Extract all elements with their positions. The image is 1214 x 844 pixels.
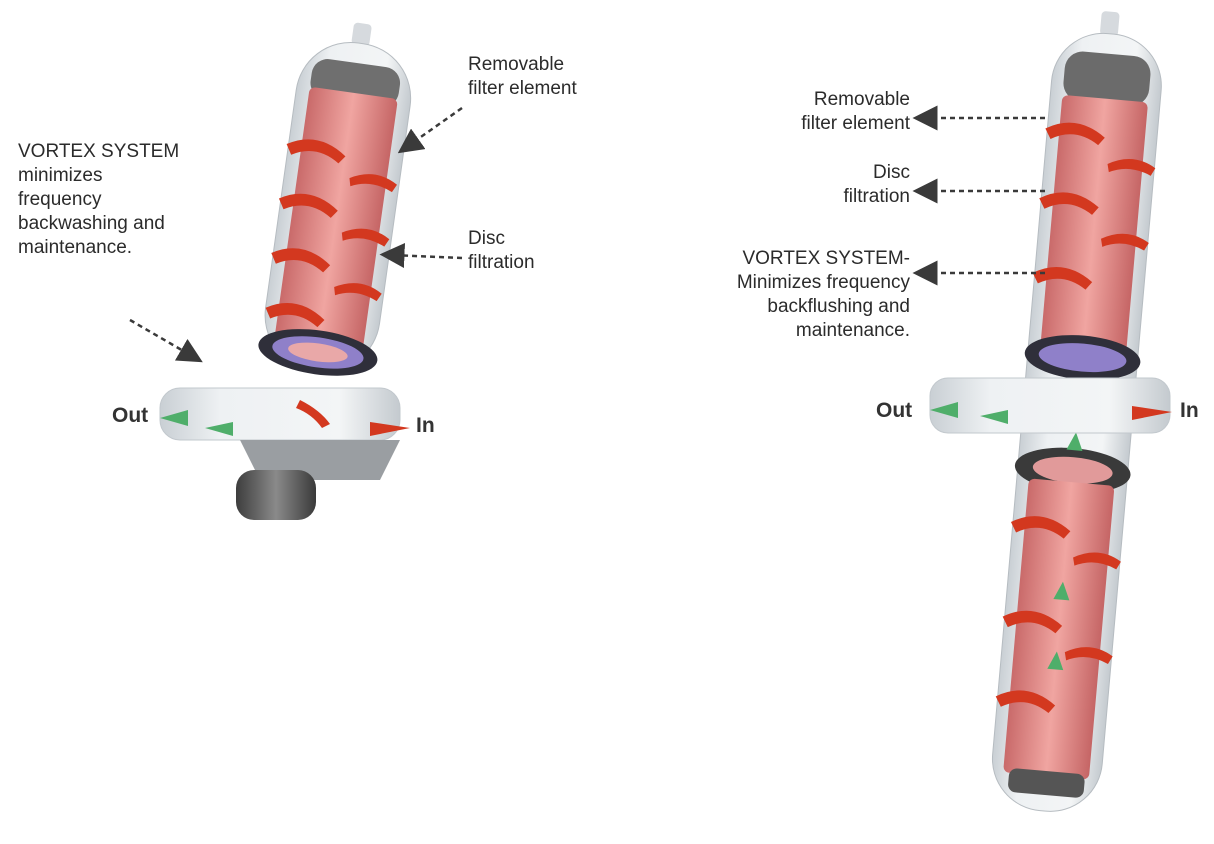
left-removable-line-1: Removable (468, 54, 565, 75)
left-vortex-line-4: backwashing and (18, 213, 165, 234)
right-removable-label: Removable filter element (801, 88, 910, 136)
right-disc-label: Disc filtration (843, 161, 910, 209)
right-disc-line-1: Disc (873, 162, 910, 183)
right-vortex-line-1: VORTEX SYSTEM- (742, 248, 910, 269)
left-disc-label: Disc filtration (468, 227, 535, 275)
left-removable-line-2: filter element (468, 78, 577, 99)
left-vortex-line-3: frequency (18, 189, 102, 210)
right-vortex-line-2: Minimizes frequency (736, 272, 910, 293)
left-vortex-leader (129, 318, 203, 363)
right-removable-line-1: Removable (813, 89, 910, 110)
left-vortex-line-5: maintenance. (18, 237, 133, 258)
right-vortex-line-4: maintenance. (795, 320, 910, 341)
left-disc-leader (379, 243, 463, 269)
right-removable-line-2: filter element (801, 113, 910, 134)
left-vortex-label: VORTEX SYSTEM minimizes frequency backwa… (18, 140, 179, 260)
left-out-label: Out (112, 404, 149, 427)
right-vortex-label: VORTEX SYSTEM- Minimizes frequency backf… (737, 247, 910, 343)
left-filter-graphic (159, 22, 412, 520)
left-removable-leader (397, 106, 463, 154)
right-in-label: In (1180, 399, 1199, 422)
left-disc-line-2: filtration (468, 252, 535, 273)
left-in-label: In (416, 414, 435, 437)
right-filter-graphic (929, 11, 1172, 812)
left-disc-line-1: Disc (468, 228, 505, 249)
left-removable-label: Removable filter element (468, 53, 577, 101)
right-out-label: Out (876, 399, 913, 422)
left-vortex-line-1: VORTEX SYSTEM (18, 141, 180, 162)
left-vortex-line-2: minimizes (18, 165, 103, 186)
right-vortex-line-3: backflushing and (767, 296, 910, 317)
right-disc-line-2: filtration (843, 186, 910, 207)
